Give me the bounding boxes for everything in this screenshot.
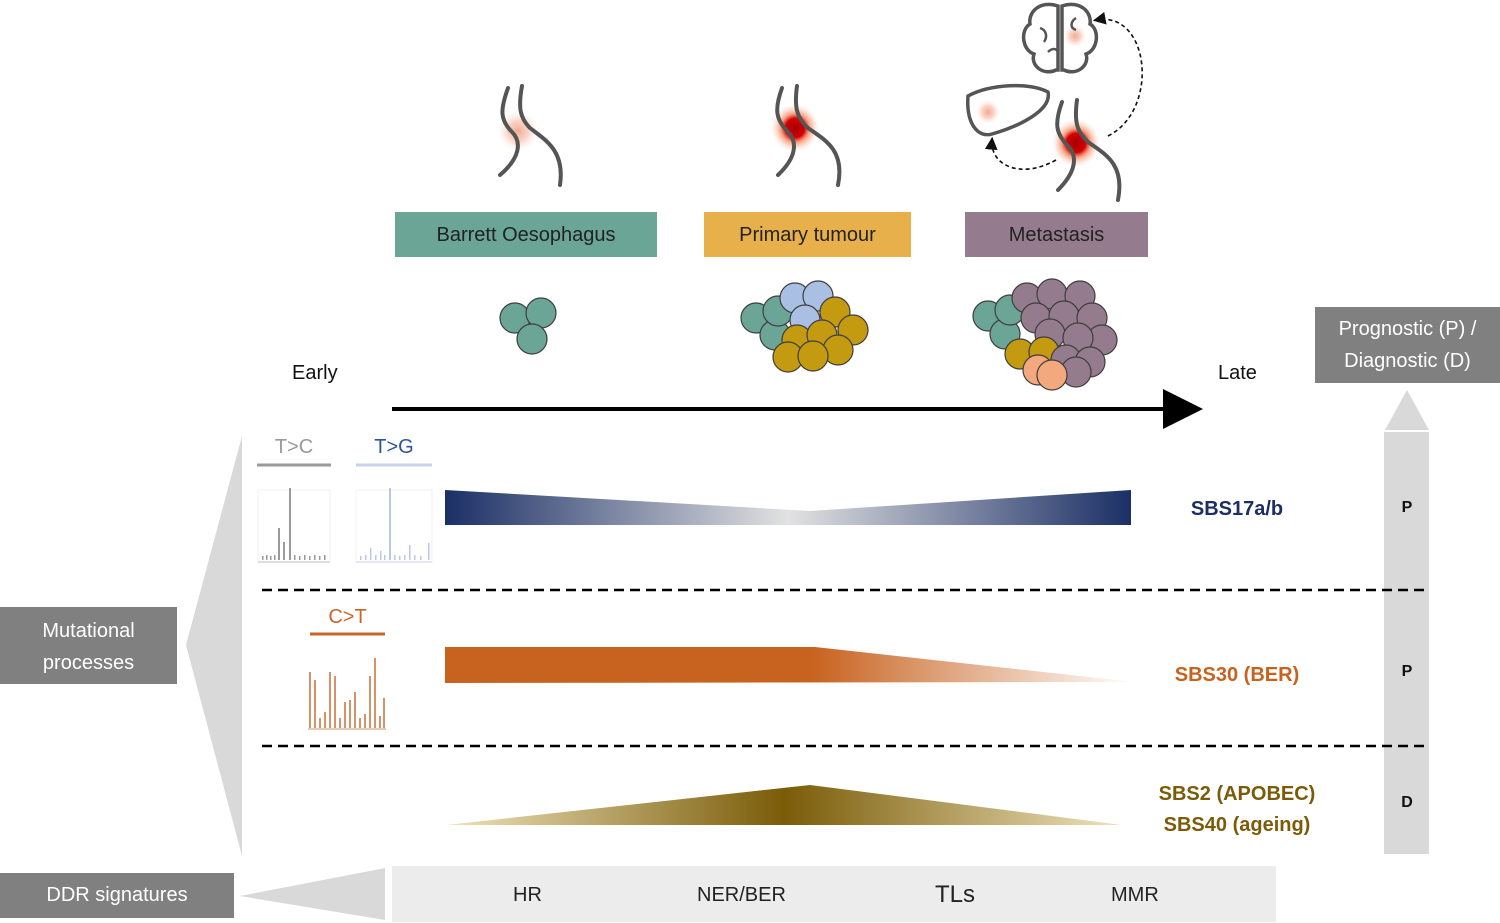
tc-spectrum-plot	[257, 463, 331, 563]
stage-box-primary	[704, 212, 911, 257]
prognostic-marker-sbs17: P	[1401, 499, 1413, 516]
metastasis-liver-arrow	[984, 136, 1057, 171]
prognostic-title-line-1: Prognostic (P) /	[1338, 318, 1477, 340]
metastasis-brain-arrow	[1092, 11, 1143, 137]
mutational-title-line-2: processes	[42, 652, 135, 674]
tg-spectrum-plot	[355, 463, 433, 563]
sbs17-trend-shape	[445, 490, 1131, 525]
ct-spectrum-label: C>T	[328, 606, 367, 628]
ddr-signatures-box	[0, 873, 234, 918]
ddr-signatures-title: DDR signatures	[46, 884, 188, 906]
brain-icon	[1021, 2, 1099, 74]
prognostic-title-line-2: Diagnostic (D)	[1344, 350, 1471, 372]
metastasis-cell-cluster	[972, 278, 1118, 391]
primary-tumour-cell-cluster	[740, 280, 869, 373]
mutational-fan	[186, 436, 242, 856]
ddr-bar	[392, 866, 1276, 922]
sbs2-label: SBS2 (APOBEC)	[1158, 783, 1316, 805]
ddr-item-hr: HR	[513, 884, 542, 906]
timeline-late-label: Late	[1218, 362, 1257, 384]
ddr-fan	[240, 868, 385, 920]
tc-spectrum-label: T>C	[274, 436, 314, 458]
stage-box-metastasis	[965, 212, 1148, 257]
stage-label-metastasis: Metastasis	[1008, 224, 1105, 246]
prognostic-column	[1384, 432, 1429, 854]
sbs40-label: SBS40 (ageing)	[1163, 814, 1311, 836]
timeline-early-label: Early	[292, 362, 338, 384]
mutational-processes-title: Mutational processes	[0, 615, 177, 679]
sbs17-label: SBS17a/b	[1190, 498, 1284, 520]
stage-label-barrett: Barrett Oesophagus	[436, 224, 616, 246]
stage-label-primary: Primary tumour	[739, 224, 876, 246]
ct-spectrum-plot	[308, 632, 386, 730]
diagnostic-marker-sbs2: D	[1401, 794, 1413, 811]
liver-icon	[966, 83, 1050, 137]
primary-tumour-oesophagus-icon	[771, 84, 842, 187]
ddr-item-ner-ber: NER/BER	[697, 884, 786, 906]
sbs2-sbs40-trend-shape	[446, 785, 1122, 825]
metastasis-oesophagus-icon	[1052, 98, 1122, 202]
prognostic-diagnostic-title: Prognostic (P) / Diagnostic (D)	[1315, 313, 1500, 377]
barrett-oesophagus-icon	[498, 84, 563, 187]
mutational-processes-box	[0, 607, 177, 684]
prognostic-marker-sbs30: P	[1401, 663, 1413, 680]
barrett-cell-cluster	[499, 297, 557, 355]
tg-spectrum-label: T>G	[374, 436, 414, 458]
prognostic-column-arrowhead	[1385, 390, 1429, 430]
stage-box-barrett	[395, 212, 657, 257]
prognostic-label-box	[1315, 307, 1500, 383]
ddr-item-tls: TLs	[935, 881, 976, 908]
mutational-title-line-1: Mutational	[42, 620, 135, 642]
sbs30-label: SBS30 (BER)	[1174, 664, 1300, 686]
ddr-item-mmr: MMR	[1111, 884, 1159, 906]
sbs30-trend-shape	[445, 647, 1135, 683]
